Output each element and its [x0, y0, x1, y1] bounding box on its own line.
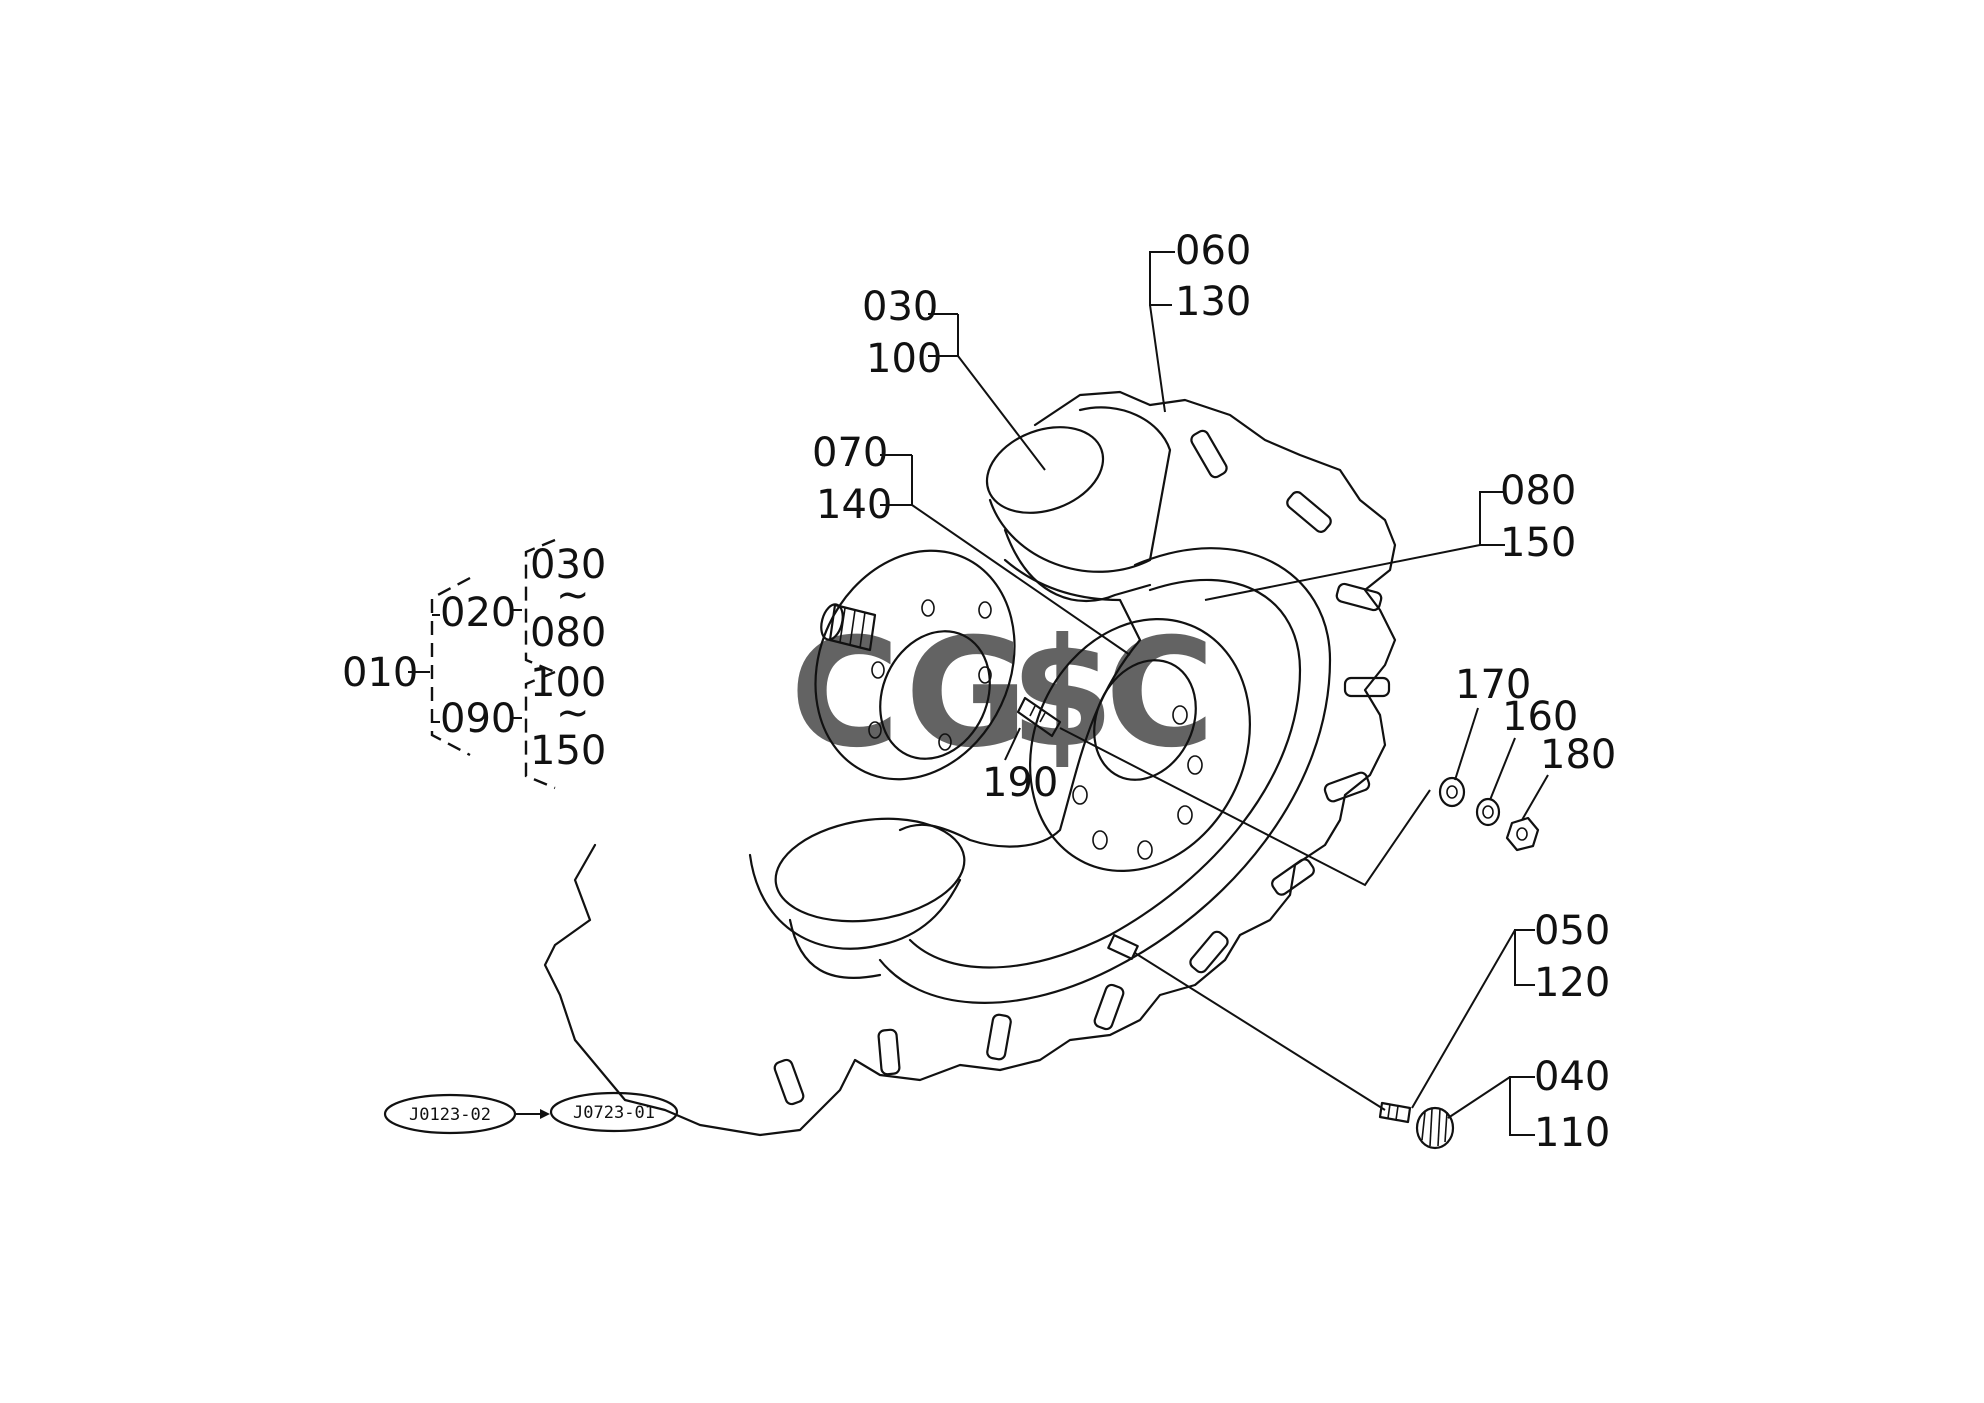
washer-170	[1438, 776, 1466, 808]
leader-lines	[880, 251, 1549, 1136]
hierarchy-root-label: 010	[342, 650, 418, 696]
tooth-slots	[773, 429, 1391, 1106]
hierarchy-range-start-2: 100	[530, 660, 606, 706]
callout-150: 150	[1500, 520, 1576, 566]
watermark-letter-3: $	[1010, 607, 1114, 781]
callout-labels: 030 100 060 130 070 140 080 150 190 170 …	[812, 228, 1616, 1156]
watermark-letter-1: C	[790, 607, 900, 781]
wheel-rim-outline	[543, 390, 1397, 1137]
hierarchy-group-090-label: 090	[440, 696, 516, 742]
callout-030: 030	[862, 284, 938, 330]
hardware-stack	[1438, 776, 1540, 852]
gasket-line	[898, 558, 1142, 848]
valve-cap-040	[1415, 1106, 1455, 1150]
callout-120: 120	[1534, 960, 1610, 1006]
hierarchy-range-start-1: 030	[530, 542, 606, 588]
callout-160: 160	[1502, 694, 1578, 740]
rim-valve	[1107, 934, 1139, 960]
callout-190: 190	[982, 760, 1058, 806]
callout-060: 060	[1175, 228, 1251, 274]
reference-codes: J0123-02 J0723-01	[383, 1091, 679, 1135]
watermark: C G $ C	[790, 607, 1215, 781]
wheel-drawing	[543, 390, 1397, 1137]
hierarchy-range-sep-1: ~	[556, 572, 590, 618]
hierarchy-range-end-2: 150	[530, 728, 606, 774]
lock-washer-160	[1475, 797, 1501, 827]
callout-050: 050	[1534, 908, 1610, 954]
reference-to: J0723-01	[573, 1103, 655, 1123]
lower-cup-base	[788, 918, 882, 979]
wheel-disc-drawing	[814, 549, 1016, 781]
upper-cup-body	[988, 406, 1172, 573]
callout-170: 170	[1455, 662, 1531, 708]
disc-inner	[879, 630, 991, 760]
stud-bolt-190	[1016, 696, 1062, 738]
nut-180	[1505, 816, 1540, 852]
callout-140: 140	[816, 482, 892, 528]
lower-cup-body	[748, 853, 962, 950]
hierarchy-bracket-020	[524, 538, 556, 674]
callout-080: 080	[1500, 468, 1576, 514]
hierarchy-range-sep-2: ~	[556, 690, 590, 736]
wheel-inner-ring-2	[908, 578, 1302, 969]
callout-110: 110	[1534, 1110, 1610, 1156]
hierarchy-range-end-1: 080	[530, 610, 606, 656]
assembly-hierarchy: 010 020 090 030 ~ 080 100 ~ 150	[342, 538, 606, 790]
upper-cup-opening	[985, 426, 1105, 514]
callout-180: 180	[1540, 732, 1616, 778]
reference-arrowhead	[540, 1109, 550, 1119]
watermark-letter-4: C	[1105, 607, 1215, 781]
disc-holes	[868, 599, 992, 751]
disc-outer	[814, 549, 1016, 781]
callout-070: 070	[812, 430, 888, 476]
reference-to-oval	[549, 1091, 679, 1133]
hierarchy-bracket-090	[524, 670, 556, 790]
watermark-letter-2: G	[905, 607, 1028, 781]
splined-shaft	[820, 603, 877, 652]
hub-plate	[1029, 618, 1251, 872]
callout-040: 040	[1534, 1054, 1610, 1100]
lower-cup-opening	[774, 817, 966, 923]
hierarchy-group-020-label: 020	[440, 590, 516, 636]
valve-stem-050	[1378, 1101, 1412, 1124]
wheel-inner-ring	[878, 547, 1332, 1004]
hierarchy-bracket-left	[430, 576, 471, 757]
reference-from: J0123-02	[409, 1105, 491, 1125]
callout-100: 100	[866, 336, 942, 382]
callout-130: 130	[1175, 279, 1251, 325]
upper-cup-flange	[1003, 528, 1152, 603]
hub-bolt-holes	[1072, 705, 1203, 860]
